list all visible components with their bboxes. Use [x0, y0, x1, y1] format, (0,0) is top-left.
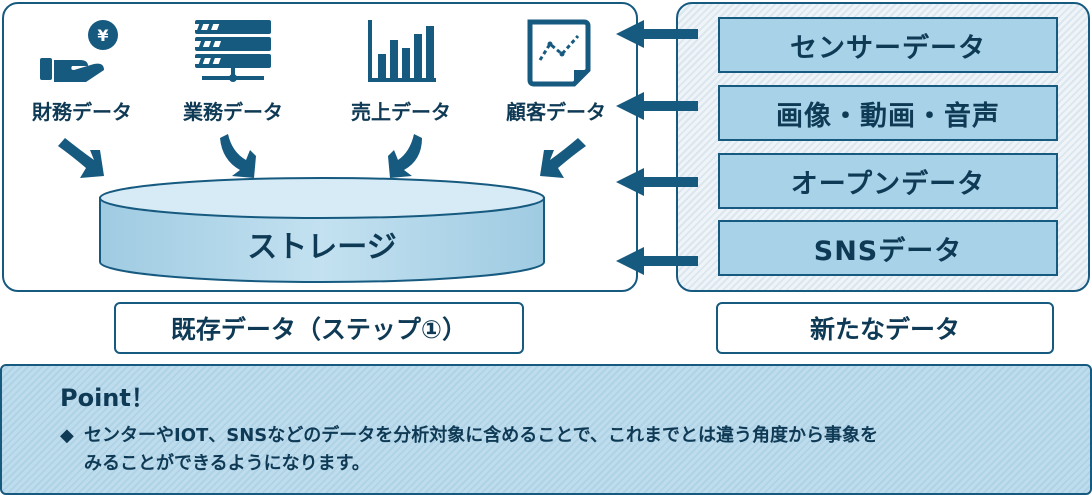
- bar-chart-icon: [368, 20, 436, 82]
- arrows-into-storage: [58, 134, 586, 178]
- yen-coin-hand-icon: ¥: [40, 20, 118, 82]
- curved-arrow-icon: [388, 134, 422, 178]
- category-label-sales: 売上データ: [351, 100, 451, 124]
- category-label-finance: 財務データ: [32, 100, 132, 124]
- left-arrow-icon: [616, 92, 698, 120]
- source-open-data: オープンデータ: [718, 153, 1058, 209]
- existing-data-caption: 既存データ（ステップ①）: [114, 302, 524, 354]
- category-label-customer: 顧客データ: [506, 100, 606, 124]
- storage-label: ストレージ: [247, 230, 397, 265]
- source-image-video-audio: 画像・動画・音声: [718, 85, 1058, 141]
- point-text: ◆ センターやIOT、SNSなどのデータを分析対象に含めることで、これまでとは違う…: [60, 422, 878, 478]
- svg-text:¥: ¥: [97, 26, 108, 45]
- left-arrow-icon: [616, 168, 698, 196]
- new-data-caption: 新たなデータ: [716, 302, 1054, 354]
- line-chart-document-icon: [527, 19, 591, 87]
- point-title: Point！: [60, 384, 155, 412]
- point-text-line2: みることができるようになります。: [84, 453, 370, 474]
- diamond-bullet-icon: ◆: [60, 425, 74, 446]
- arrows-from-new-data: [616, 20, 698, 275]
- left-arrow-icon: [616, 20, 698, 48]
- source-sns-data: SNSデータ: [718, 220, 1058, 276]
- storage-cylinder: [99, 177, 545, 283]
- category-label-operations: 業務データ: [183, 100, 283, 124]
- point-box: [0, 364, 1092, 495]
- curved-arrow-icon: [540, 138, 586, 178]
- left-arrow-icon: [616, 247, 698, 275]
- server-network-icon: [191, 20, 271, 82]
- curved-arrow-icon: [58, 138, 104, 178]
- curved-arrow-icon: [220, 134, 256, 178]
- source-sensor-data: センサーデータ: [718, 17, 1058, 73]
- point-text-line1: センターやIOT、SNSなどのデータを分析対象に含めることで、これまでとは違う角…: [84, 425, 879, 446]
